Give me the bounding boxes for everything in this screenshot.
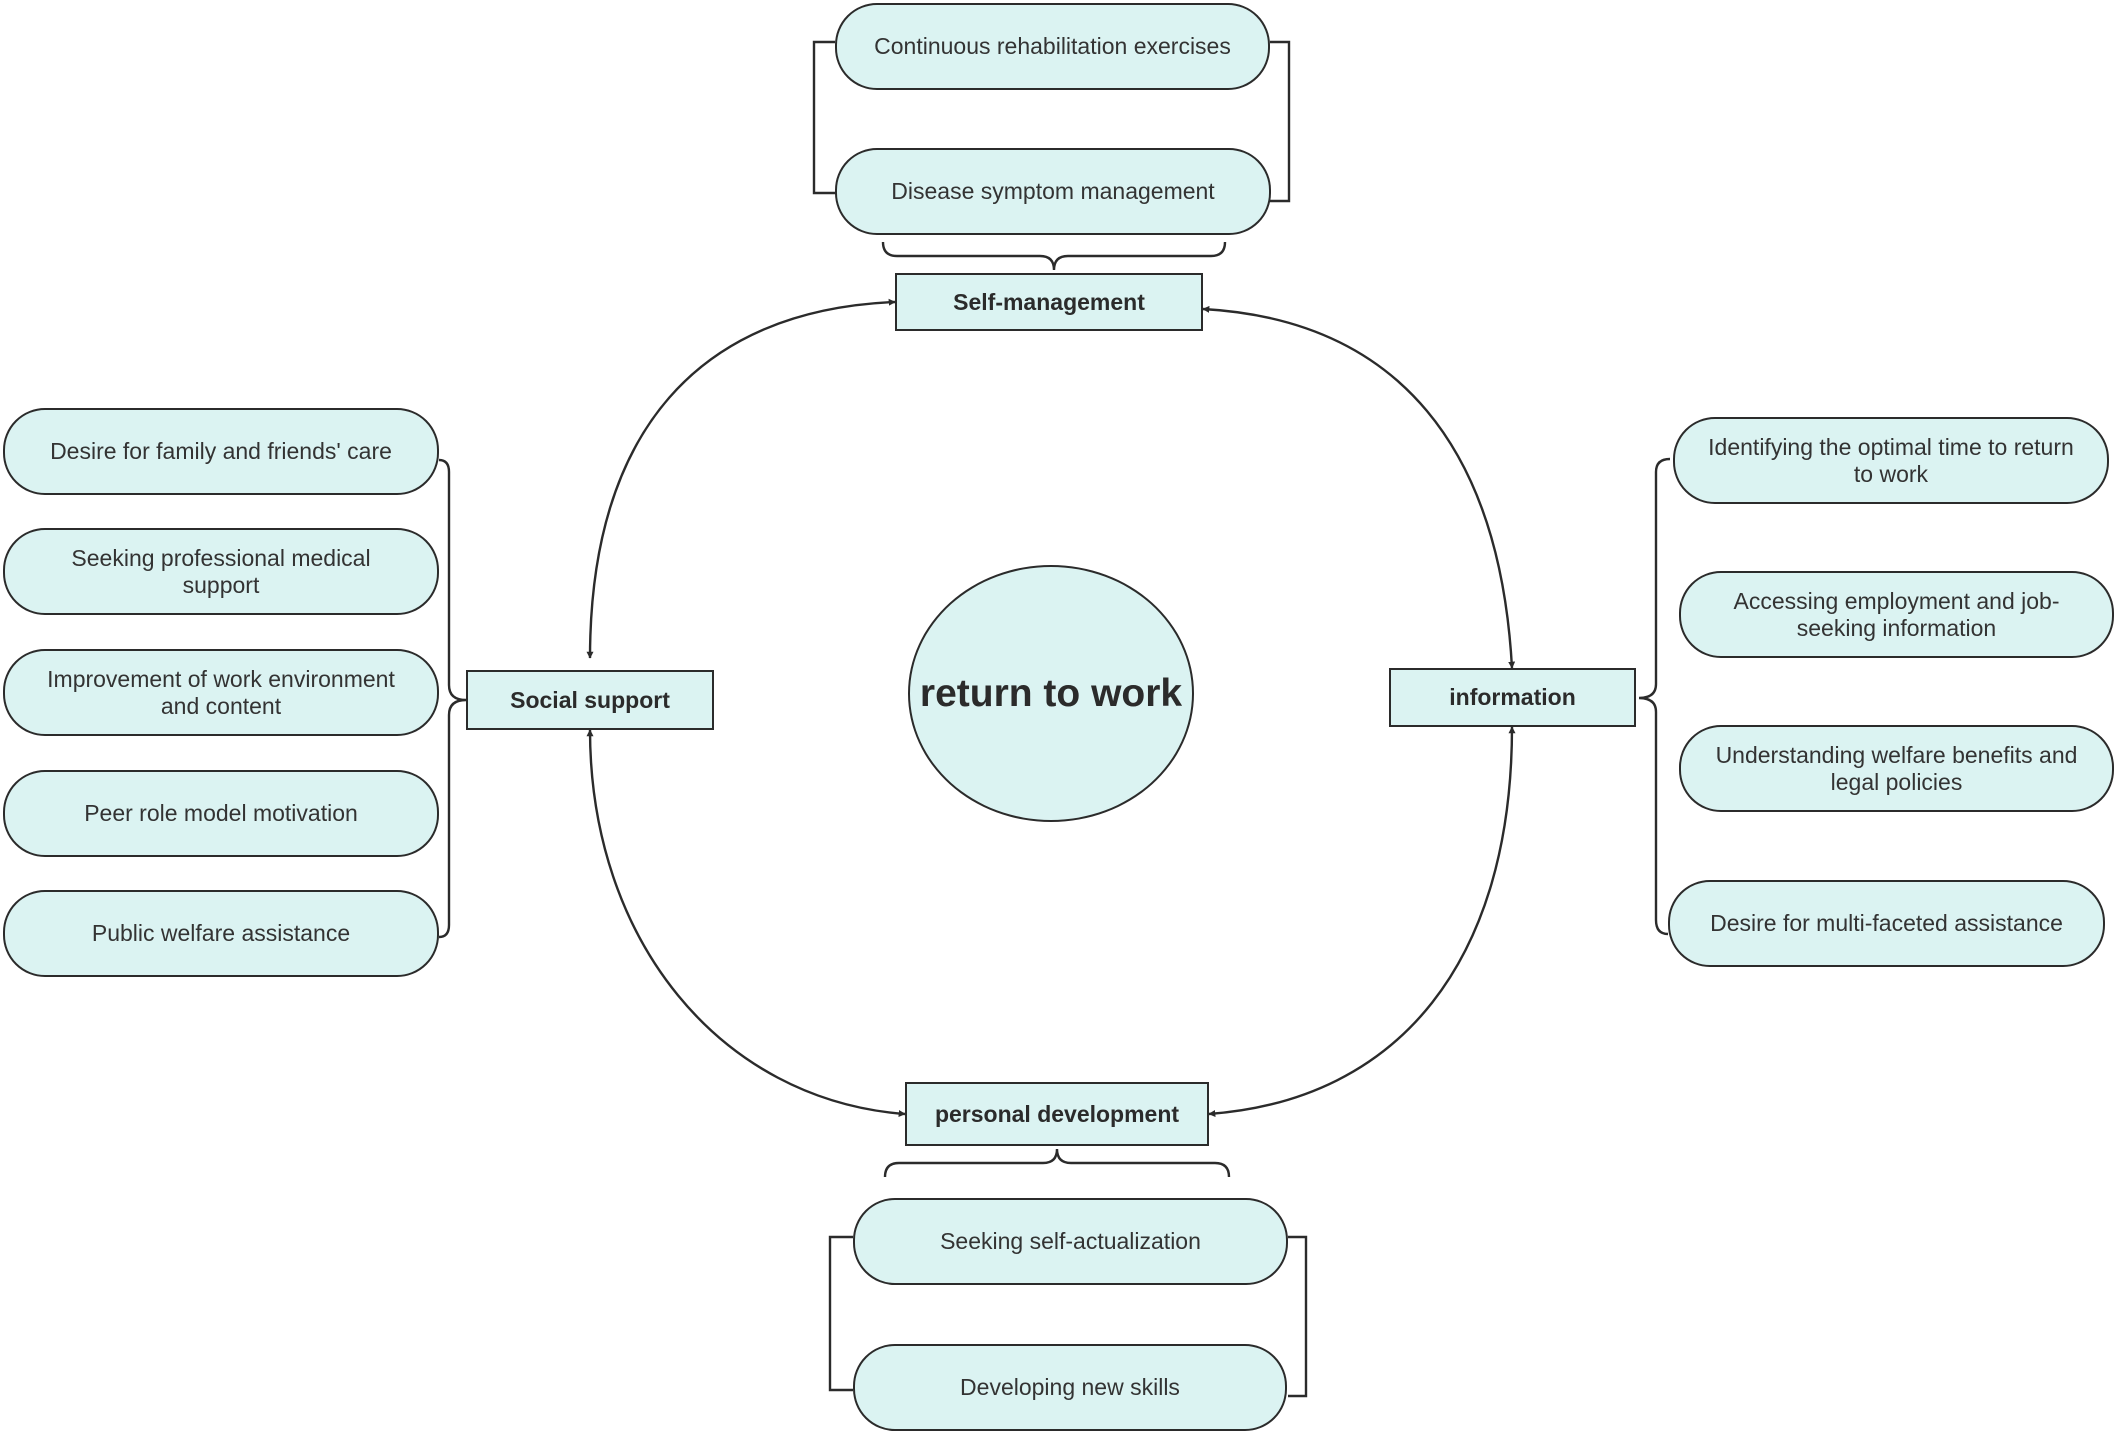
personal-development-item-new-skills: Developing new skills — [853, 1344, 1287, 1431]
arrow-self-management-information — [1202, 305, 1516, 669]
arrow-information-personal-development — [1208, 726, 1516, 1118]
personal-development-brace — [883, 1148, 1231, 1178]
personal-development-item-self-actualization: Seeking self-actualization — [853, 1198, 1288, 1285]
center-node-return-to-work: return to work — [908, 565, 1194, 822]
self-management-item-bracket-right — [1270, 40, 1291, 203]
self-management-brace — [881, 241, 1227, 271]
arrow-self-management-social-support — [586, 298, 896, 659]
self-management-item-bracket — [812, 40, 837, 195]
information-item-optimal-time: Identifying the optimal time to return t… — [1673, 417, 2109, 504]
category-information: information — [1389, 668, 1636, 727]
social-support-item-work-environment: Improvement of work environment and cont… — [3, 649, 439, 736]
social-support-item-professional-medical-support: Seeking professional medical support — [3, 528, 439, 615]
self-management-item-symptom-management: Disease symptom management — [835, 148, 1271, 235]
information-item-multi-faceted-assistance: Desire for multi-faceted assistance — [1668, 880, 2105, 967]
personal-development-item-bracket — [828, 1235, 853, 1392]
social-support-item-family-friends-care: Desire for family and friends' care — [3, 408, 439, 495]
category-personal-development: personal development — [905, 1082, 1209, 1146]
information-item-welfare-benefits: Understanding welfare benefits and legal… — [1679, 725, 2114, 812]
information-item-employment-info: Accessing employment and job-seeking inf… — [1679, 571, 2114, 658]
personal-development-item-bracket-right — [1288, 1235, 1308, 1398]
self-management-item-rehabilitation-exercises: Continuous rehabilitation exercises — [835, 3, 1270, 90]
social-support-bracket — [438, 458, 467, 939]
information-bracket — [1638, 457, 1671, 936]
category-self-management: Self-management — [895, 273, 1203, 331]
social-support-item-public-welfare: Public welfare assistance — [3, 890, 439, 977]
category-social-support: Social support — [466, 670, 714, 730]
social-support-item-peer-role-model: Peer role model motivation — [3, 770, 439, 857]
arrow-social-support-personal-development — [586, 729, 906, 1118]
